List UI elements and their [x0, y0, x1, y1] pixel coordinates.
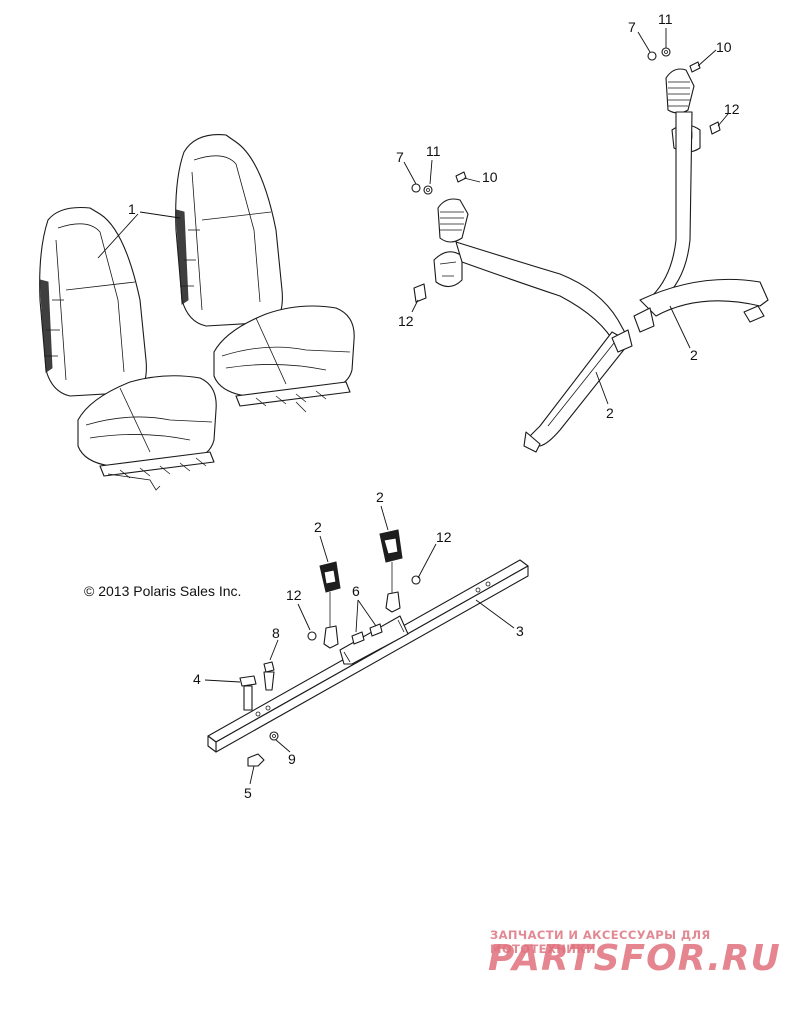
buckle-right [379, 529, 403, 613]
callout-10-right: 10 [716, 39, 732, 55]
callout-11-left: 11 [426, 143, 441, 159]
buckle-left [319, 561, 341, 649]
seat-front-left [39, 206, 217, 491]
callout-7-right: 7 [628, 19, 636, 35]
callout-5: 5 [244, 785, 252, 801]
callout-4: 4 [193, 671, 201, 687]
callout-2-belt-right: 2 [690, 347, 698, 363]
callout-2-belt-left: 2 [606, 405, 614, 421]
fasteners-lower [239, 575, 421, 767]
watermark-logo: PARTSFOR.RU [488, 938, 788, 979]
callout-10-left: 10 [482, 169, 498, 185]
callout-labels: 1 7 11 10 12 7 11 10 12 2 2 2 2 12 12 6 … [128, 11, 740, 801]
leader-lines [97, 28, 729, 785]
callout-9: 9 [288, 751, 296, 767]
belt-assembly-right [633, 68, 769, 333]
callout-7-left: 7 [396, 149, 404, 165]
crossbar [207, 559, 529, 753]
seat-front-right [175, 134, 355, 413]
callout-6: 6 [352, 583, 360, 599]
callout-1: 1 [128, 201, 136, 217]
callout-12-center: 12 [286, 587, 302, 603]
callout-11-right: 11 [658, 11, 673, 27]
fasteners-upper [411, 47, 721, 303]
callout-12-right: 12 [724, 101, 740, 117]
copyright-notice: © 2013 Polaris Sales Inc. [84, 583, 242, 599]
callout-12-buckle: 12 [436, 529, 452, 545]
callout-2-buckle-left: 2 [314, 519, 322, 535]
callout-8: 8 [272, 625, 280, 641]
callout-12-left: 12 [398, 313, 414, 329]
callout-3: 3 [516, 623, 524, 639]
callout-2-buckle-right: 2 [376, 489, 384, 505]
belt-assembly-left [433, 198, 633, 453]
watermark-tagline: ЗАПЧАСТИ И АКСЕССУАРЫ ДЛЯ МОТОТЕХНИКИ [490, 928, 711, 956]
